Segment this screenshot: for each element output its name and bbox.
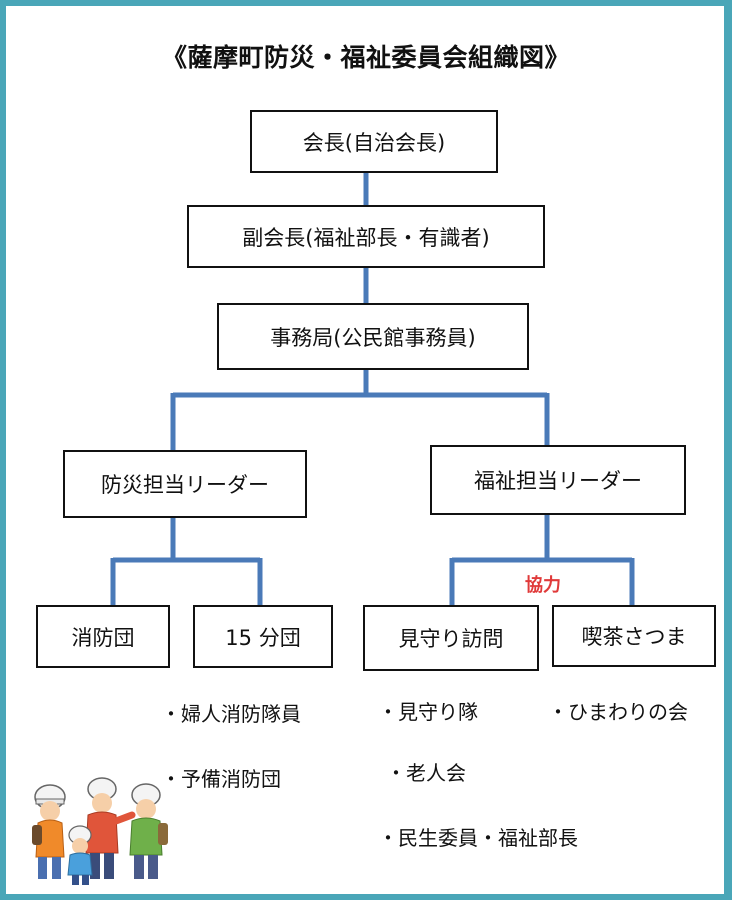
branch15-box: 15 分団 <box>193 605 333 668</box>
evacuee-figure-child <box>67 825 93 885</box>
vice-chair-box: 副会長(福祉部長・有識者) <box>187 205 545 268</box>
note-fujin-shoboutaiin: ・婦人消防隊員 <box>161 702 301 726</box>
disaster-leader-box: 防災担当リーダー <box>63 450 307 518</box>
welfare-leader-box: 福祉担当リーダー <box>430 445 686 515</box>
note-himawari: ・ひまわりの会 <box>548 700 688 724</box>
watch-visit-box: 見守り訪問 <box>363 605 539 671</box>
secretariat-box: 事務局(公民館事務員) <box>217 303 529 370</box>
evacuating-people-illustration <box>32 777 168 885</box>
chair-box: 会長(自治会長) <box>250 110 498 173</box>
page-title: 《薩摩町防災・福祉委員会組織図》 <box>161 43 570 72</box>
evacuee-figure-1 <box>32 784 66 879</box>
note-yobi-shoboudan: ・予備消防団 <box>161 767 281 791</box>
evacuee-figure-3 <box>129 783 168 879</box>
note-minsei-iin: ・民生委員・福祉部長 <box>378 826 578 850</box>
note-mimamori-tai: ・見守り隊 <box>378 700 478 724</box>
evacuee-figure-2 <box>85 777 136 879</box>
cooperation-label: 協力 <box>525 575 561 596</box>
fire-brigade-box: 消防団 <box>36 605 170 668</box>
note-roujinkai: ・老人会 <box>386 761 466 785</box>
cafe-box: 喫茶さつま <box>552 605 716 667</box>
